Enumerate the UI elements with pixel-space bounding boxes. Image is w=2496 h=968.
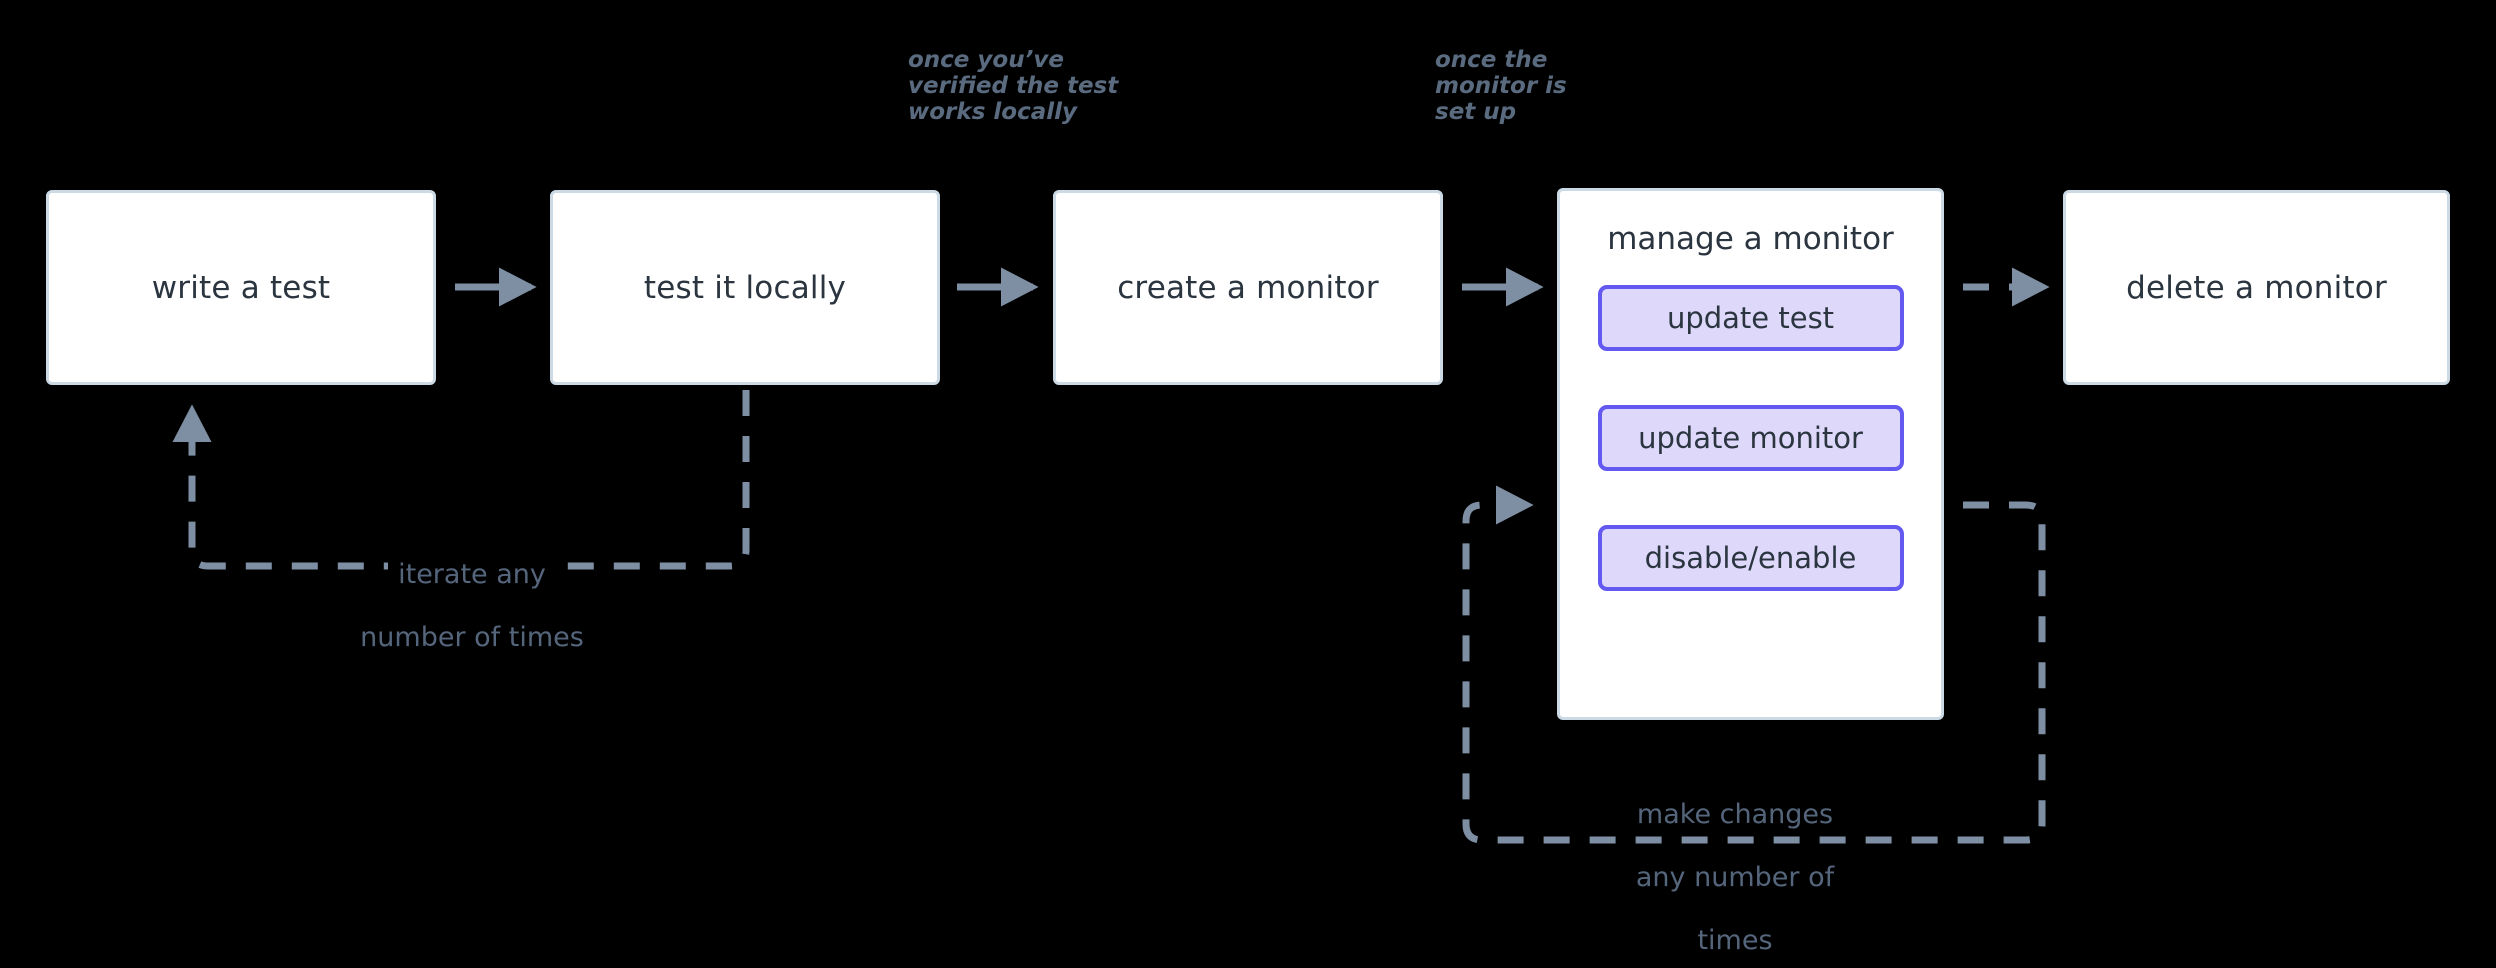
subnode-update-monitor[interactable]: update monitor	[1597, 405, 1904, 471]
loop-label-make-changes-line1: make changes	[1626, 799, 1844, 831]
loop-label-iterate-line2: number of times	[350, 621, 594, 654]
node-label-delete-a-monitor: delete a monitor	[2126, 269, 2387, 306]
node-write-a-test[interactable]: write a test	[46, 190, 436, 385]
annotation-monitor-is-set-up: once the monitor is set up	[1435, 47, 1567, 125]
node-manage-a-monitor[interactable]: manage a monitor update test update moni…	[1557, 188, 1944, 720]
subnode-disable-enable[interactable]: disable/enable	[1597, 525, 1904, 591]
node-label-manage-a-monitor: manage a monitor	[1607, 221, 1894, 257]
subnode-label-update-monitor: update monitor	[1638, 421, 1863, 455]
loop-label-iterate: iterate any number of times	[322, 528, 622, 685]
node-label-test-it-locally: test it locally	[643, 269, 847, 306]
loop-label-make-changes: make changes any number of times	[1605, 768, 1865, 968]
node-label-create-a-monitor: create a monitor	[1117, 269, 1379, 306]
node-label-write-a-test: write a test	[151, 269, 331, 306]
node-test-it-locally[interactable]: test it locally	[550, 190, 940, 385]
loop-label-make-changes-line3: times	[1687, 924, 1783, 956]
loop-label-iterate-line1: iterate any	[388, 559, 556, 591]
node-create-a-monitor[interactable]: create a monitor	[1053, 190, 1443, 385]
node-delete-a-monitor[interactable]: delete a monitor	[2063, 190, 2450, 385]
subnode-label-update-test: update test	[1666, 301, 1835, 335]
subnode-update-test[interactable]: update test	[1597, 285, 1904, 351]
annotation-verified-the-test: once you’ve verified the test works loca…	[908, 47, 1119, 125]
subnode-label-disable-enable: disable/enable	[1644, 541, 1857, 575]
loop-label-make-changes-line2: any number of	[1625, 861, 1845, 894]
